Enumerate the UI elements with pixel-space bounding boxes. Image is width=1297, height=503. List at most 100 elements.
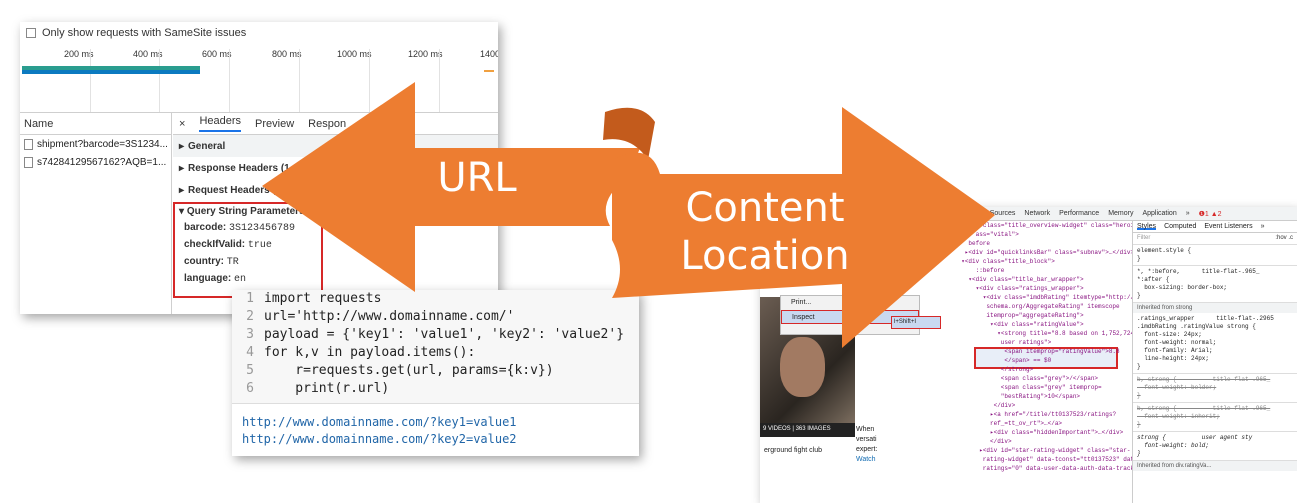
param-value: TR bbox=[226, 257, 239, 268]
dom-node-line[interactable]: </div> bbox=[954, 438, 1012, 445]
name-column-header[interactable]: Name bbox=[20, 113, 171, 135]
query-string-label: Query String Parameters bbox=[186, 206, 305, 217]
dom-tree[interactable]: ▸<div class="title_overview-widget" clas… bbox=[954, 221, 1132, 503]
tick-label: 1200 ms bbox=[408, 49, 443, 59]
code-text: for k,v in payload.items(): bbox=[264, 345, 476, 360]
filter-options[interactable]: :hov .c bbox=[1275, 235, 1293, 241]
dom-node-line[interactable]: <span itemprop="ratingValue">8.8 bbox=[954, 348, 1120, 355]
menu-item-print[interactable]: Print... bbox=[791, 299, 812, 306]
dom-node-line[interactable]: before bbox=[954, 240, 991, 247]
more-tabs-icon[interactable]: » bbox=[1260, 223, 1265, 230]
line-number: 1 bbox=[246, 291, 254, 306]
tab-network[interactable]: Network bbox=[1024, 210, 1051, 217]
dom-node-line[interactable]: ::before bbox=[954, 267, 1005, 274]
param-value: 3S123456789 bbox=[229, 223, 296, 234]
dom-node-line[interactable]: <span class="grey">/</span> bbox=[954, 375, 1099, 382]
devtools-toolbar: nsole Sources Network Performance Memory… bbox=[960, 207, 1297, 221]
dom-node-line[interactable]: <span class="grey" itemprop= bbox=[954, 384, 1102, 391]
tab-computed[interactable]: Computed bbox=[1164, 223, 1197, 230]
query-string-header[interactable]: ▾ Query String Parameters bbox=[179, 206, 317, 217]
dom-node-line[interactable]: ▾<div class="ratings_wrapper"> bbox=[954, 285, 1084, 292]
media-caption[interactable]: 9 VIDEOS | 363 IMAGES bbox=[760, 423, 855, 437]
dom-node-line[interactable]: ref_=tt_ov_rt">…</a> bbox=[954, 420, 1063, 427]
tab-headers[interactable]: Headers bbox=[199, 115, 242, 132]
dom-node-line[interactable]: ass="vital"> bbox=[954, 231, 1019, 238]
dom-node-line[interactable]: ▾<div class="title_bar_wrapper"> bbox=[954, 276, 1084, 283]
tab-performance[interactable]: Performance bbox=[1059, 210, 1100, 217]
param-value: true bbox=[247, 240, 272, 251]
query-param: barcode: 3S123456789 bbox=[184, 222, 317, 234]
dom-node-line[interactable]: ratings="0" data-user-data-auth-data-tra… bbox=[954, 465, 1132, 472]
watch-link[interactable]: Watch bbox=[856, 456, 876, 463]
dom-node-line[interactable]: ▾<div class="imdbRating" itemtype="http:… bbox=[954, 294, 1132, 301]
side-snippet: When versati expert: Watch bbox=[856, 425, 886, 465]
timeline-ticks: 200 ms 400 ms 600 ms 800 ms 1000 ms 1200… bbox=[20, 49, 498, 65]
samesite-filter[interactable]: Only show requests with SameSite issues bbox=[26, 27, 246, 39]
styles-filter[interactable]: Filter:hov .c bbox=[1133, 233, 1297, 245]
dom-node-line[interactable]: "bestRating">10</span> bbox=[954, 393, 1081, 400]
divider bbox=[20, 112, 498, 113]
tab-sources[interactable]: Sources bbox=[989, 210, 1016, 217]
waterfall-bar bbox=[484, 70, 494, 72]
tab-styles[interactable]: Styles bbox=[1137, 223, 1157, 230]
line-number: 5 bbox=[246, 363, 254, 378]
dom-node-line[interactable]: ▸<div class="hiddenImportant">…</div> bbox=[954, 429, 1124, 436]
dom-node-line[interactable]: user ratings"> bbox=[954, 339, 1052, 346]
code-text: url='http://www.domainname.com/' bbox=[264, 309, 515, 324]
section-response-headers[interactable]: ▸ Response Headers (1 bbox=[173, 157, 498, 179]
request-name: shipment?barcode=3S1234... bbox=[37, 138, 168, 150]
expand-triangle-icon: ▸ bbox=[179, 140, 185, 152]
detail-tabs: × Headers Preview Respon bbox=[173, 113, 498, 135]
tick-label: 1000 ms bbox=[337, 49, 372, 59]
tick-label: 800 ms bbox=[272, 49, 302, 59]
inspect-shortcut: l+Shift+I bbox=[891, 316, 941, 329]
dom-node-line[interactable]: rating-widget" data-tconst="tt0137523" d… bbox=[954, 456, 1132, 463]
tab-response[interactable]: Respon bbox=[308, 117, 347, 130]
dom-node-line[interactable]: ▸<div id="quicklinksBar" class="subnav">… bbox=[954, 249, 1132, 256]
rating-value-highlight bbox=[974, 347, 1118, 369]
dom-node-line[interactable]: </strong> bbox=[954, 366, 1034, 373]
dom-node-line[interactable]: itemprop="aggregateRating"> bbox=[954, 312, 1084, 319]
styles-pane: Styles Computed Event Listeners » Filter… bbox=[1132, 221, 1297, 503]
request-row[interactable]: shipment?barcode=3S1234... bbox=[20, 135, 171, 153]
page-snippet: erground fight club bbox=[764, 447, 822, 454]
grid-line bbox=[229, 49, 230, 113]
dom-node-line[interactable]: </span> == $0 bbox=[954, 357, 1052, 364]
tab-preview[interactable]: Preview bbox=[255, 117, 295, 130]
tab-memory[interactable]: Memory bbox=[1108, 210, 1134, 217]
dom-node-line[interactable]: schema.org/AggregateRating" itemscope bbox=[954, 303, 1120, 310]
tab-event-listeners[interactable]: Event Listeners bbox=[1204, 223, 1253, 230]
face-shape bbox=[780, 337, 825, 397]
file-icon bbox=[24, 138, 33, 150]
section-response-headers-label: Response Headers (1 bbox=[188, 162, 290, 174]
code-line: 5 r=requests.get(url, params={k:v}) bbox=[232, 362, 639, 380]
grid-line bbox=[299, 49, 300, 113]
request-row[interactable]: s74284129567162?AQB=1... bbox=[20, 153, 171, 171]
content-location-line: Location bbox=[680, 233, 850, 279]
content-location-line: Content bbox=[685, 185, 845, 231]
snippet-line: versati bbox=[856, 436, 877, 443]
dom-node-line[interactable]: ▾<div class="title_block"> bbox=[954, 258, 1055, 265]
close-icon[interactable]: × bbox=[179, 117, 186, 130]
dom-node-line[interactable]: ▸<a href="/title/tt0137523/ratings? bbox=[954, 411, 1117, 418]
code-text: r=requests.get(url, params={k:v}) bbox=[264, 363, 554, 378]
snippet-line: When bbox=[856, 426, 875, 433]
line-number: 2 bbox=[246, 309, 254, 324]
error-count-badge[interactable]: ❶1 ▲2 bbox=[1198, 211, 1222, 218]
line-number: 6 bbox=[246, 381, 254, 396]
samesite-checkbox[interactable] bbox=[26, 28, 36, 38]
more-tabs-icon[interactable]: » bbox=[1185, 210, 1190, 217]
param-key: language: bbox=[184, 273, 232, 284]
grid-line bbox=[439, 49, 440, 113]
dom-node-line[interactable]: ▾<strong title="8.8 based on 1,752,724 bbox=[954, 330, 1132, 337]
dom-node-line[interactable]: ▸<div id="star-rating-widget" class="sta… bbox=[954, 447, 1131, 454]
grid-line bbox=[159, 49, 160, 113]
css-rule: .ratings_wrapper title-flat-.2965 .imdbR… bbox=[1133, 313, 1297, 374]
query-param: language: en bbox=[184, 273, 317, 285]
dom-node-line[interactable]: </div> bbox=[954, 402, 1016, 409]
section-request-headers[interactable]: ▸ Request Headers (1 bbox=[173, 179, 498, 201]
query-param: country: TR bbox=[184, 256, 317, 268]
tab-application[interactable]: Application bbox=[1142, 210, 1177, 217]
dom-node-line[interactable]: ▾<div class="ratingValue"> bbox=[954, 321, 1084, 328]
